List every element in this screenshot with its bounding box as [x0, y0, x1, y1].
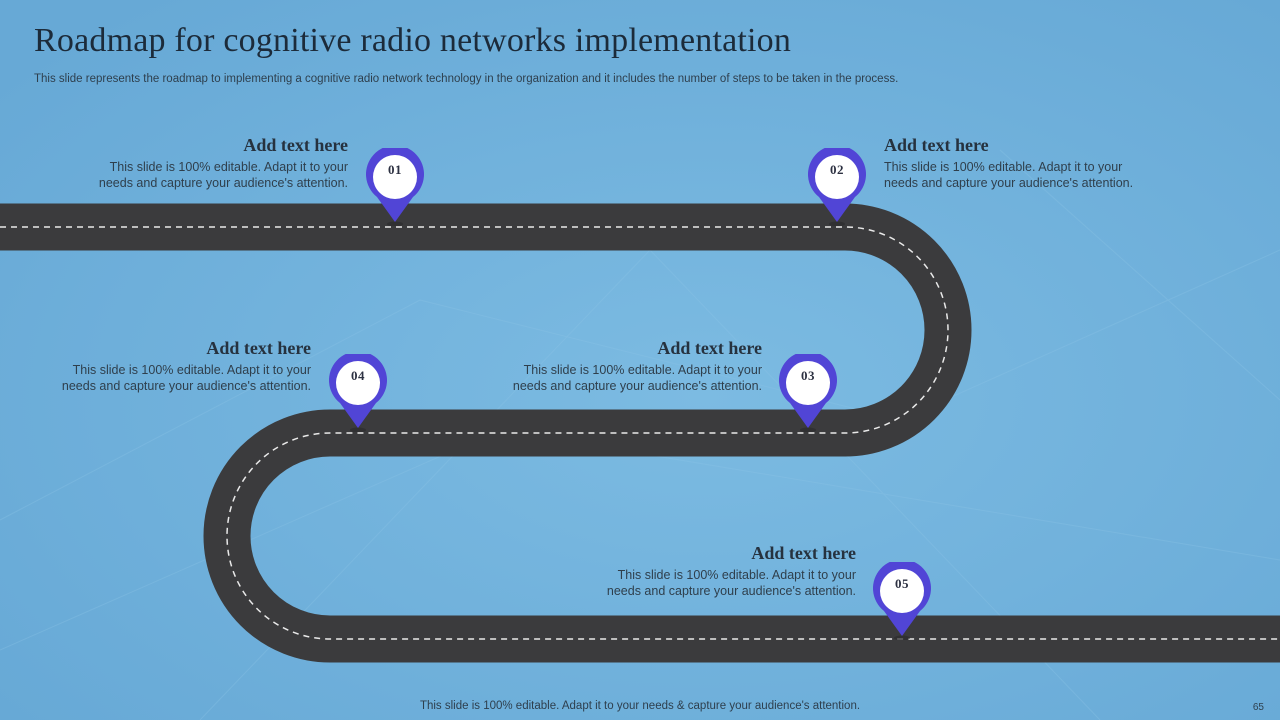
location-pin-icon: [808, 145, 866, 227]
step-description: This slide is 100% editable. Adapt it to…: [98, 160, 348, 190]
step-heading: Add text here: [657, 338, 762, 358]
step-03-marker: 03: [778, 351, 838, 433]
location-pin-icon: [329, 351, 387, 433]
step-number: 02: [830, 162, 844, 177]
step-01-marker: 01: [365, 145, 425, 227]
step-heading: Add text here: [206, 338, 311, 358]
location-pin-icon: [779, 351, 837, 433]
step-heading: Add text here: [243, 135, 348, 155]
step-number: 01: [388, 162, 402, 177]
step-05-text: Add text here This slide is 100% editabl…: [526, 543, 856, 599]
step-heading: Add text here: [751, 543, 856, 563]
step-number: 05: [895, 576, 909, 591]
page-number: 65: [1252, 702, 1264, 713]
location-pin-icon: [366, 145, 424, 227]
step-03-text: Add text here This slide is 100% editabl…: [432, 338, 762, 394]
location-pin-icon: [873, 559, 931, 641]
step-04-text: Add text here This slide is 100% editabl…: [0, 338, 311, 394]
step-01-text: Add text here This slide is 100% editabl…: [18, 135, 348, 191]
step-number: 03: [801, 368, 815, 383]
page-subtitle: This slide represents the roadmap to imp…: [34, 73, 899, 85]
footer-note: This slide is 100% editable. Adapt it to…: [419, 700, 861, 712]
step-heading: Add text here: [884, 135, 989, 155]
step-04-marker: 04: [328, 351, 388, 433]
step-number: 04: [351, 368, 365, 383]
step-description: This slide is 100% editable. Adapt it to…: [884, 160, 1134, 190]
step-description: This slide is 100% editable. Adapt it to…: [512, 363, 762, 393]
page-title: Roadmap for cognitive radio networks imp…: [34, 22, 792, 59]
step-02-text: Add text here This slide is 100% editabl…: [884, 135, 1214, 191]
step-description: This slide is 100% editable. Adapt it to…: [61, 363, 311, 393]
step-05-marker: 05: [872, 559, 932, 641]
step-description: This slide is 100% editable. Adapt it to…: [606, 568, 856, 598]
step-02-marker: 02: [807, 145, 867, 227]
